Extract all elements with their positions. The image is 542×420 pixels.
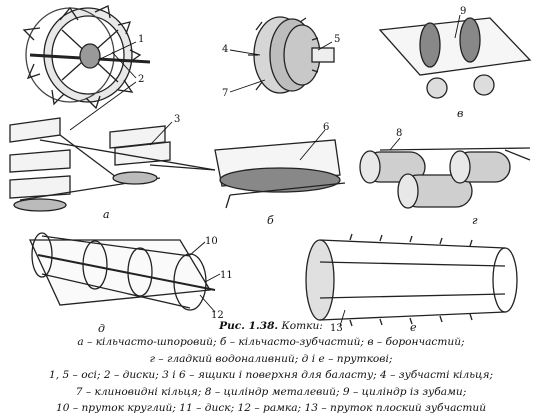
caption-line-1: а – кільчасто-шпоровий; б – кільчасто-зу… [77, 336, 465, 349]
leader-lines [69, 14, 461, 327]
spur-ring-roller-frame-illustration [9, 117, 216, 212]
caption-line-5: 10 – пруток круглий; 11 – диск; 12 – рам… [55, 402, 487, 415]
part-label-5: 5 [334, 34, 340, 45]
toothed-ring-roller-illustration [214, 16, 346, 209]
subfigure-label-v: в [457, 107, 463, 120]
part-label-7: 7 [222, 88, 228, 99]
part-label-10: 10 [205, 236, 218, 247]
round-rod-roller-illustration [28, 232, 216, 311]
part-label-2: 2 [138, 74, 144, 85]
flat-rod-roller-illustration [305, 233, 518, 327]
caption-line-3: 1, 5 – осі; 2 – диски; 3 і 6 – ящики і п… [48, 369, 494, 382]
part-label-11: 11 [220, 270, 233, 281]
part-label-13: 13 [330, 323, 343, 334]
smooth-water-roller-illustration [359, 147, 531, 209]
caption-title-rest: Котки: [278, 320, 323, 332]
part-label-9: 9 [460, 6, 466, 17]
figure-caption: Рис. 1.38. Котки: а – кільчасто-шпоровий… [0, 318, 542, 416]
subfigure-label-g: г [472, 214, 478, 227]
caption-line-4: 7 – клиновидні кільця; 8 – циліндр метал… [75, 385, 467, 398]
part-label-8: 8 [396, 128, 402, 139]
subfigure-label-e: е [410, 321, 417, 334]
caption-title: Рис. 1.38. Котки: [0, 318, 542, 334]
caption-title-prefix: Рис. 1.38. [219, 320, 279, 332]
harrow-roller-illustration [378, 17, 532, 99]
subfigure-label-b: б [267, 214, 274, 227]
subfigure-label-a: а [103, 208, 110, 221]
part-label-4: 4 [222, 44, 228, 55]
spur-ring-wheel-illustration [22, 5, 151, 110]
part-label-3: 3 [174, 114, 180, 125]
part-label-1: 1 [138, 34, 144, 45]
subfigure-label-d: д [98, 322, 105, 335]
part-label-12: 12 [211, 310, 224, 321]
part-label-6: 6 [323, 122, 329, 133]
caption-line-2: г – гладкий водоналивний; д і е – прутко… [149, 352, 393, 365]
